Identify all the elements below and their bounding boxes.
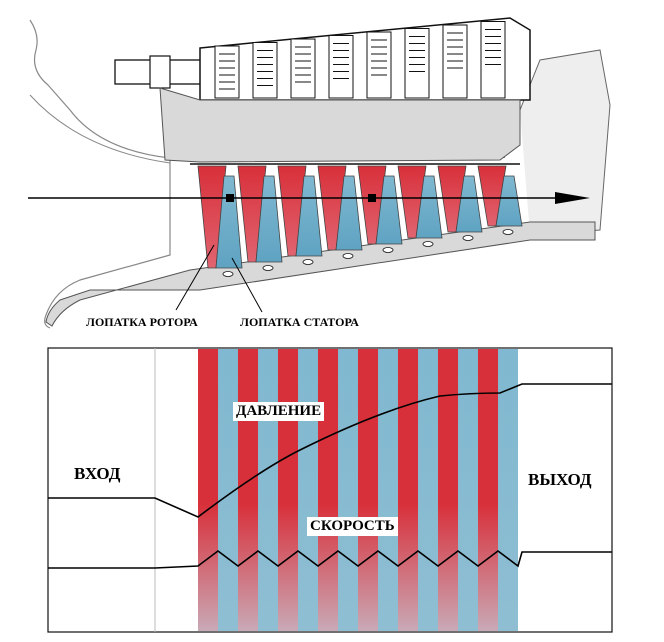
inlet-contour-2 [29, 94, 171, 164]
rotor-blade-label: ЛОПАТКА РОТОРА [86, 315, 198, 329]
outlet-label: ВЫХОД [528, 470, 592, 489]
stator-blade [415, 175, 443, 239]
drum-tier [366, 31, 392, 99]
stator-stripe [458, 349, 478, 631]
blade-root [302, 259, 314, 265]
rotor-drum-tiers [214, 21, 506, 99]
rotor-stripe [478, 349, 498, 631]
rotor-stripe [438, 349, 458, 631]
drum-tier [252, 42, 278, 99]
pressure-curve [48, 383, 612, 518]
velocity-label: СКОРОСТЬ [307, 517, 398, 536]
pressure-label: ДАВЛЕНИЕ [233, 402, 325, 421]
rotor-stripe [198, 349, 218, 631]
blade-root [262, 265, 274, 271]
rotor-stripe [398, 349, 418, 631]
stator-stripe [378, 349, 398, 631]
blade-root [342, 253, 354, 259]
stator-stripe [258, 349, 278, 631]
rotor-stripe [278, 349, 298, 631]
compressor-section [28, 17, 611, 329]
blade-root [502, 229, 514, 235]
outer-casing [159, 87, 521, 163]
blade-rows [197, 165, 523, 277]
drum-tier [328, 35, 354, 99]
flow-marker [226, 194, 234, 202]
stator-stripe [498, 349, 518, 631]
rotor-stripe [238, 349, 258, 631]
drum-tier [404, 28, 430, 99]
inlet-contour [29, 19, 171, 329]
stator-stripe [298, 349, 318, 631]
stator-blade [215, 175, 243, 269]
flow-marker [368, 194, 376, 202]
stator-blade [455, 175, 483, 233]
outlet-contour [519, 49, 611, 236]
stator-blade [335, 175, 363, 251]
rotor-leader [175, 244, 215, 311]
drum-tier [480, 21, 506, 99]
stator-stripe [418, 349, 438, 631]
velocity-curve [48, 550, 612, 569]
stator-blade [295, 175, 323, 257]
stator-leader [231, 257, 263, 313]
flow-chart [47, 347, 613, 633]
blade-root [222, 271, 234, 277]
stator-blade [495, 175, 523, 227]
stage-stripes [198, 349, 518, 631]
lower-casing [45, 221, 596, 327]
rotor-stripe [318, 349, 338, 631]
stator-blade-label: ЛОПАТКА СТАТОРА [240, 315, 359, 329]
stator-stripe [338, 349, 358, 631]
rotor-stripe [358, 349, 378, 631]
flow-arrow-head [555, 192, 590, 204]
shaft-collar [149, 55, 171, 89]
blade-root [382, 247, 394, 253]
blade-root [462, 235, 474, 241]
blade-root [422, 241, 434, 247]
inlet-label: ВХОД [74, 464, 121, 483]
